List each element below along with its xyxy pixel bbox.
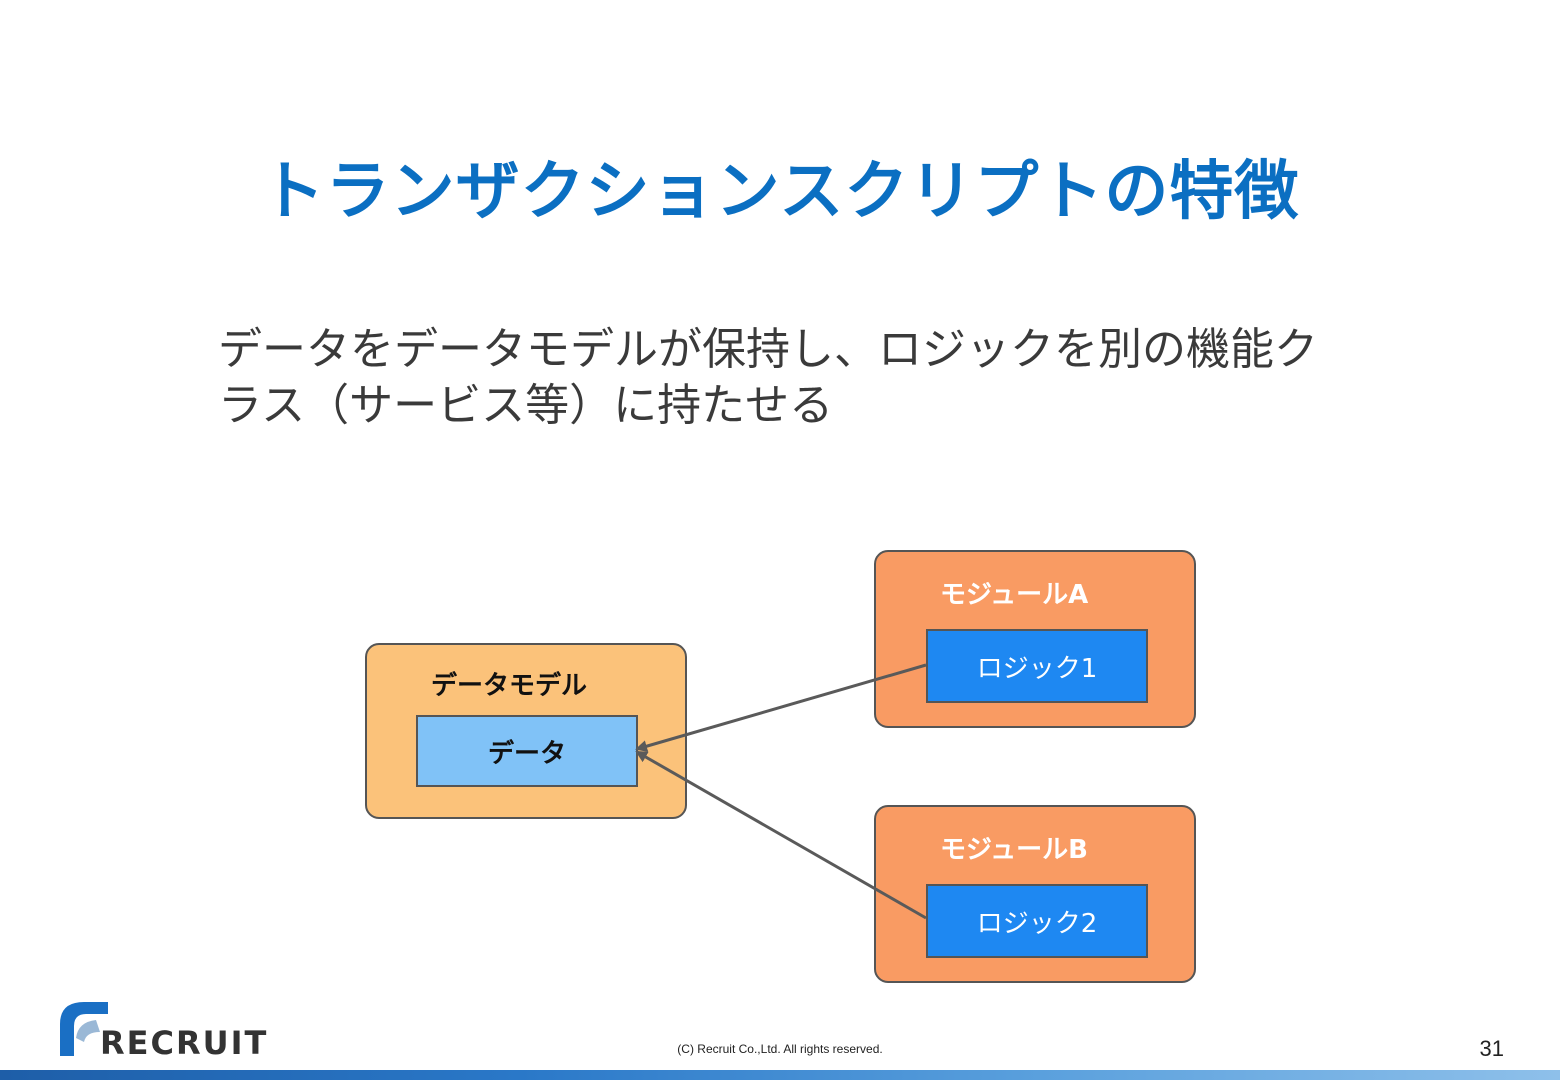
slide-title: トランザクションスクリプトの特徴 — [260, 155, 1300, 229]
recruit-logo: RECRUIT — [56, 998, 296, 1062]
data-node: データ — [416, 715, 638, 787]
body-text: データをデータモデルが保持し、ロジックを別の機能クラス（サービス等）に持たせる — [218, 324, 1318, 431]
svg-text:RECRUIT: RECRUIT — [100, 1024, 268, 1060]
footer-bar — [0, 1070, 1560, 1080]
logic-1-node: ロジック1 — [926, 629, 1148, 703]
recruit-logo-mark: RECRUIT — [60, 1002, 268, 1062]
data-model-box: データモデル データ — [365, 643, 687, 819]
module-b-box: モジュールB ロジック2 — [874, 805, 1196, 983]
module-a-box: モジュールA ロジック1 — [874, 550, 1196, 728]
page-number: 31 — [1479, 1036, 1504, 1061]
copyright-text: (C) Recruit Co.,Ltd. All rights reserved… — [677, 1042, 883, 1056]
module-a-label: モジュールA — [940, 580, 1089, 610]
data-model-label: データモデル — [431, 671, 588, 701]
logic-2-node: ロジック2 — [926, 884, 1148, 958]
module-b-label: モジュールB — [940, 835, 1088, 865]
